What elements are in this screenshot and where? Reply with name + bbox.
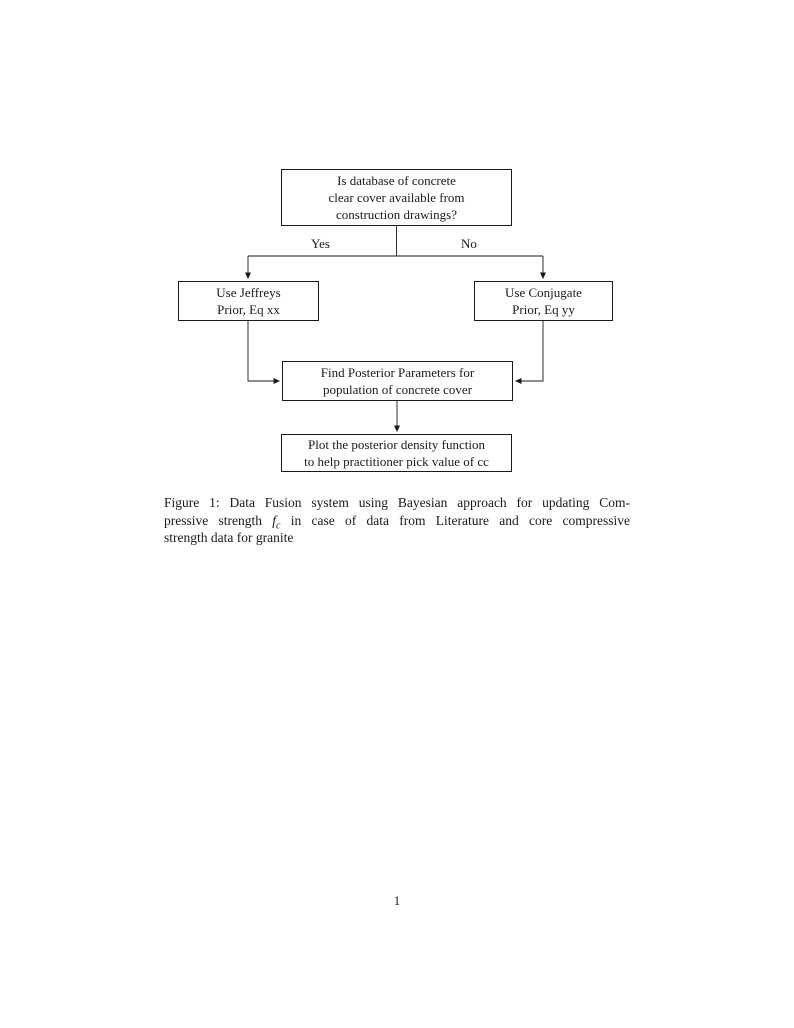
caption-line-2-pre: pressive strength (164, 512, 273, 528)
conjugate-box-line-2: Prior, Eq yy (512, 302, 575, 317)
caption-line-2: pressive strength fc in case of data fro… (164, 512, 630, 532)
page-number: 1 (393, 893, 401, 908)
math-fc-symbol: fc (272, 512, 281, 532)
decision-box-line-2: clear cover available from (328, 190, 465, 205)
conjugate-to-posterior-arrow (515, 321, 544, 384)
jeffreys-box-line-1: Use Jeffreys (216, 285, 281, 300)
plot-box-line-1: Plot the posterior density function (308, 437, 485, 452)
decision-box: Is database of concrete clear cover avai… (281, 169, 512, 226)
jeffreys-box-line-2: Prior, Eq xx (217, 302, 280, 317)
decision-box-line-1: Is database of concrete (337, 173, 456, 188)
math-subscript-c: c (276, 520, 281, 532)
figure-caption: Figure 1: Data Fusion system using Bayes… (164, 494, 630, 547)
yes-branch-label: Yes (311, 236, 330, 251)
plot-box-line-2: to help practitioner pick value of cc (304, 454, 489, 469)
math-f: f (272, 512, 277, 528)
jeffreys-prior-box: Use Jeffreys Prior, Eq xx (178, 281, 319, 321)
jeffreys-to-posterior-arrow (247, 321, 280, 384)
conjugate-box-line-1: Use Conjugate (505, 285, 582, 300)
no-branch-label: No (461, 236, 477, 251)
caption-line-1: Figure 1: Data Fusion system using Bayes… (164, 495, 630, 510)
conjugate-prior-box: Use Conjugate Prior, Eq yy (474, 281, 613, 321)
posterior-box-line-1: Find Posterior Parameters for (320, 365, 475, 380)
caption-line-3: strength data for granite (164, 530, 294, 545)
caption-line-2-post: in case of data from Literature and core… (280, 512, 630, 528)
posterior-box-line-2: population of concrete cover (322, 382, 473, 397)
decision-box-line-3: construction drawings? (336, 207, 457, 222)
plot-density-box: Plot the posterior density function to h… (281, 434, 512, 472)
posterior-parameters-box: Find Posterior Parameters for population… (282, 361, 513, 401)
